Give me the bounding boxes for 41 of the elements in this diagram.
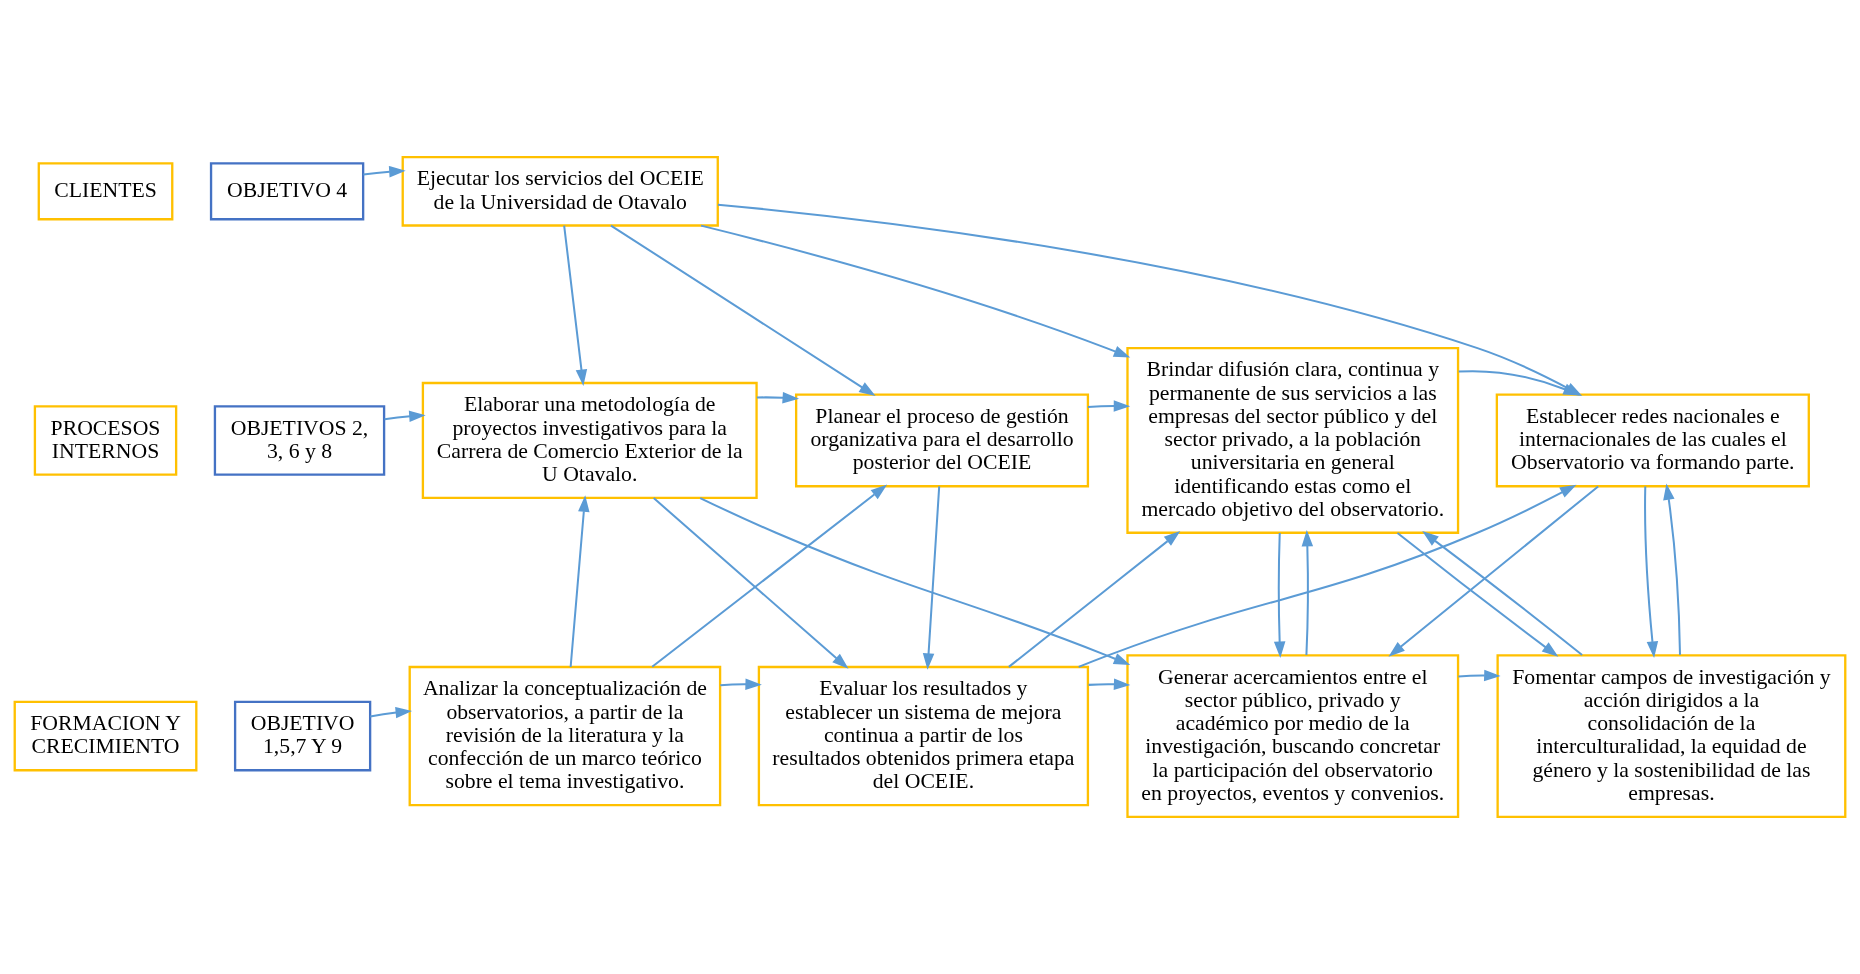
arrow (1008, 531, 1181, 668)
arrow (756, 392, 799, 404)
node-box: FORMACION Y CRECIMIENTO (13, 700, 198, 772)
node-box: OBJETIVO 1,5,7 Y 9 (233, 700, 372, 772)
node-box: Brindar difusión clara, continua y permanente de sus servicios a las empresas del sector público y del sector privado, a la población universitaria en general identificando estas como el mercado objetivo del observatorio. (1126, 346, 1460, 534)
arrow (651, 484, 888, 668)
arrow (1644, 486, 1659, 658)
node-box: Evaluar los resultados y establecer un sistema de mejora continua a partir de los resultados obtenidos primera etapa del OCEIE. (757, 665, 1090, 807)
arrow (1458, 370, 1580, 396)
arrow (1078, 484, 1577, 668)
arrow (700, 224, 1131, 358)
arrow (610, 224, 876, 397)
arrow (653, 497, 849, 669)
arrow (720, 678, 762, 691)
arrow (1273, 532, 1286, 659)
node-box: Elaborar una metodología de proyectos investigativos para la Carrera de Comercio Exterior de la U Otavalo. (421, 381, 758, 500)
arrow (569, 495, 590, 668)
node-box: Generar acercamientos entre el sector público, privado y académico por medio de la investigación, buscando concretar la participación del observatorio en proyectos, eventos y convenios. (1126, 654, 1460, 818)
arrow (1087, 400, 1131, 412)
arrow (699, 497, 1131, 665)
arrow (1422, 531, 1583, 656)
node-box: Fomentar campos de investigación y acción dirigidos a la consolidación de la interculturalidad, la equidad de género y la sostenibilidad de las empresas. (1496, 654, 1847, 818)
arrow (370, 706, 413, 719)
node-box: Planear el proceso de gestión organizativa para el desarrollo posterior del OCEIE (794, 393, 1090, 488)
node-box: CLIENTES (37, 162, 174, 221)
arrow (384, 410, 426, 423)
arrow (1388, 485, 1599, 657)
node-box: Establecer redes nacionales e internacionales de las cuales el Observatorio va formando parte. (1495, 393, 1810, 488)
arrow (1458, 669, 1501, 682)
node-box: PROCESOS INTERNOS (33, 405, 178, 476)
arrow (563, 225, 588, 386)
arrow (1301, 529, 1314, 656)
node-box: Ejecutar los servicios del OCEIE de la Universidad de Otavalo (401, 156, 719, 227)
node-box: Analizar la conceptualización de observatorios, a partir de la revisión de la literatura y la confección de un marco teórico sobre el tema investigativo. (408, 665, 722, 807)
node-box: OBJETIVOS 2, 3, 6 y 8 (213, 405, 386, 476)
arrow (1396, 532, 1559, 657)
arrow (922, 486, 941, 670)
arrow (1088, 678, 1131, 691)
arrow (363, 165, 406, 178)
arrow (1663, 483, 1682, 655)
node-box: OBJETIVO 4 (209, 162, 365, 221)
